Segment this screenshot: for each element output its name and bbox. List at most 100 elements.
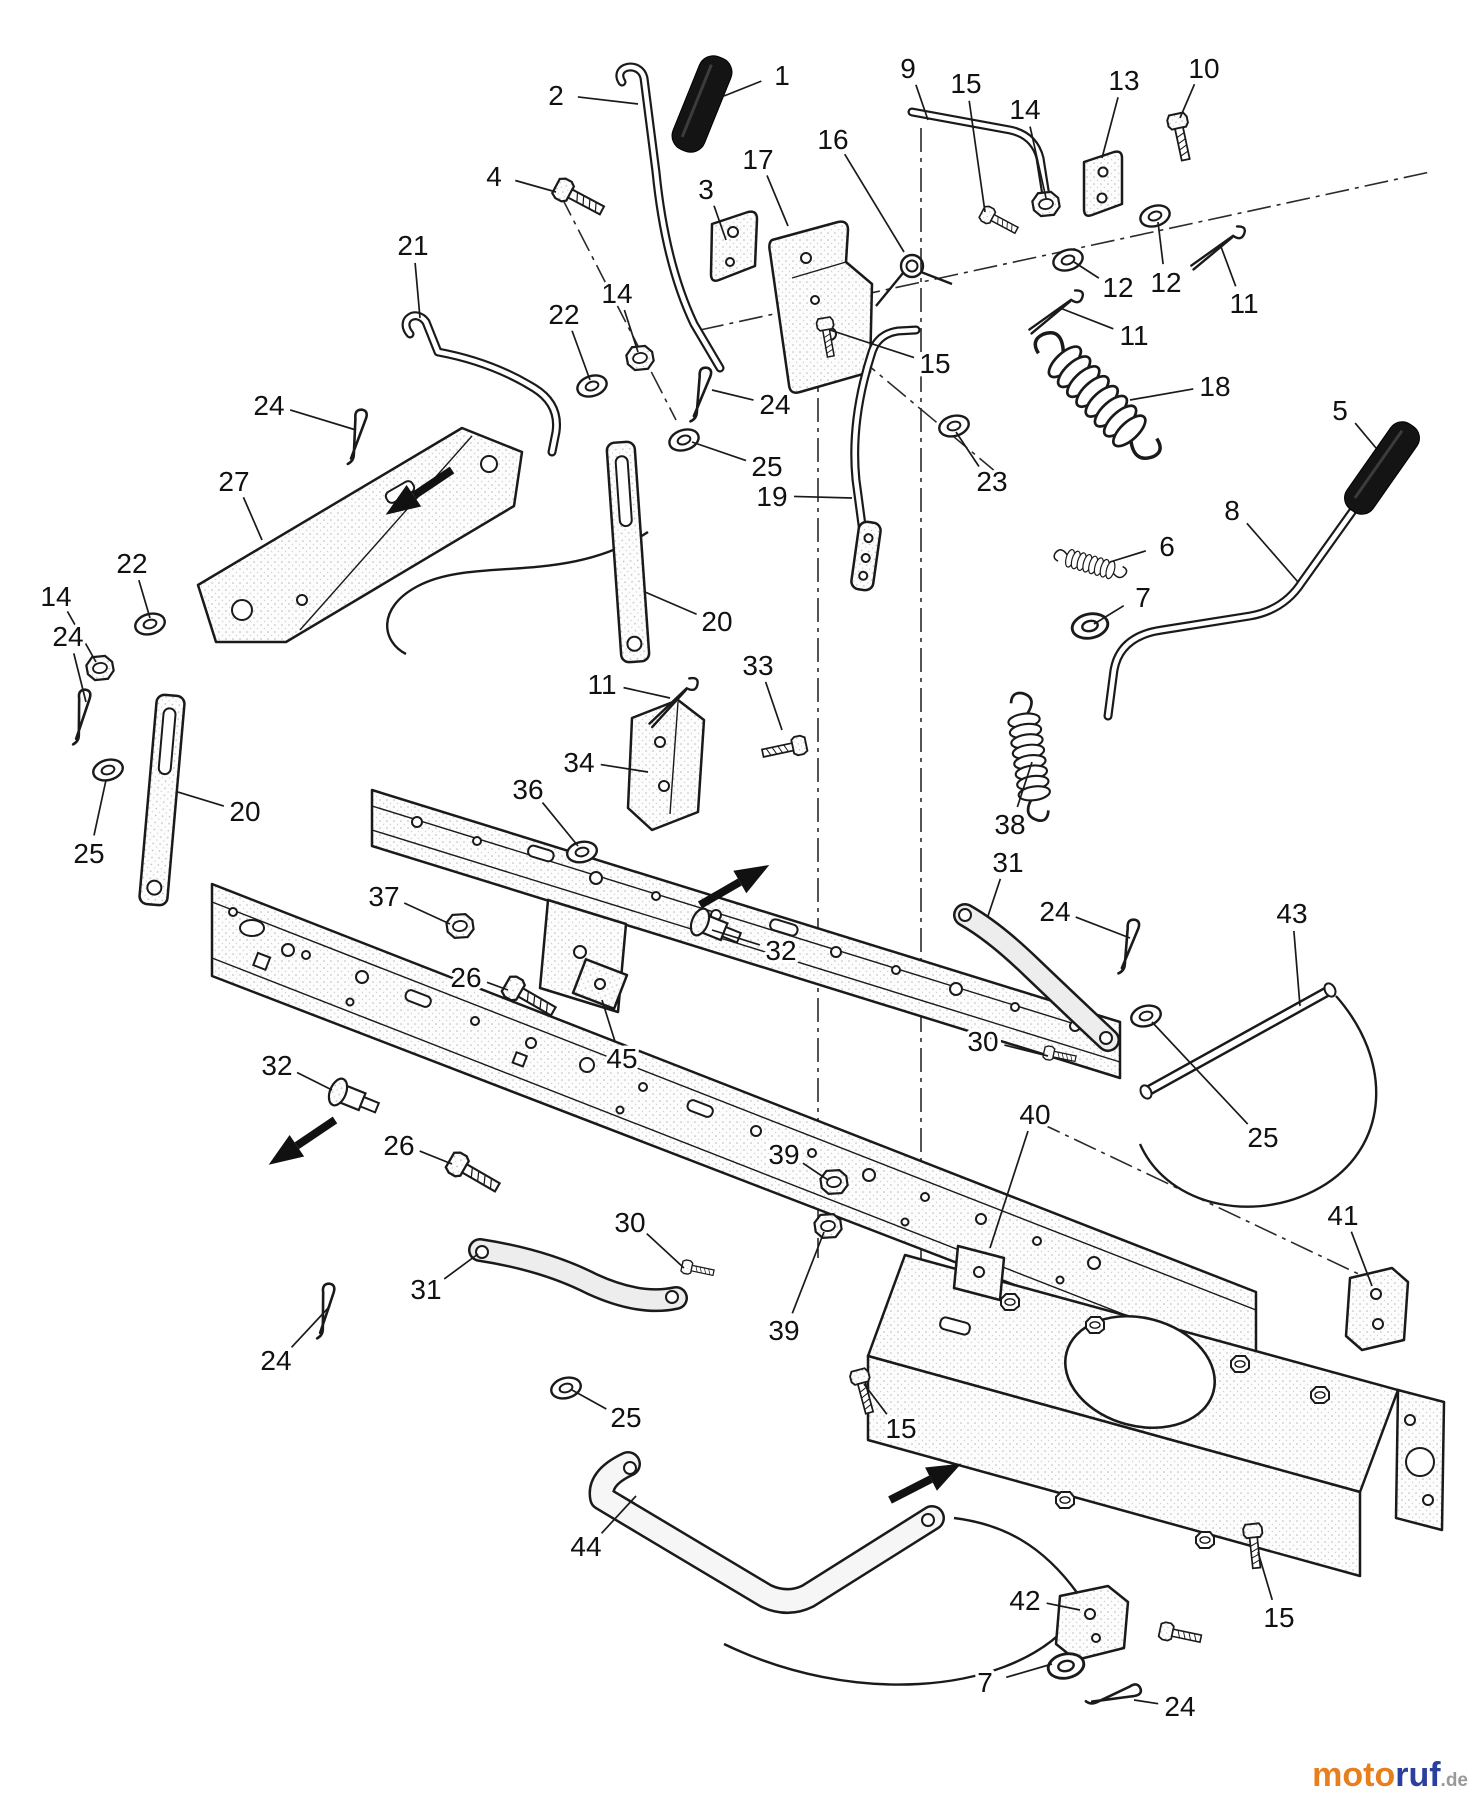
frame-lower-holes [228,907,1101,1285]
callout-leader-4 [515,179,557,193]
engine-hole [1063,1314,1217,1430]
callout-label-31: 31 [410,1274,441,1305]
callout-leader-11 [1219,243,1237,287]
callout-leader-30 [646,1233,685,1269]
bolt-33 [759,733,809,764]
watermark-segment: .de [1440,1770,1468,1791]
callout-leader-10 [1179,83,1196,119]
callout-label-23: 23 [976,466,1007,497]
callout-label-42: 42 [1009,1585,1040,1616]
suspension-strap-20b [138,693,186,907]
callout-leader-27 [242,496,263,541]
callout-leader-15 [829,329,915,359]
washer-25 [665,424,703,456]
callout-leader-38 [1016,761,1033,808]
washer-7 [1044,1649,1088,1683]
callout-label-45: 45 [606,1043,637,1074]
hairpin-24 [686,365,714,425]
callout-leader-39 [802,1162,829,1181]
callout-label-1: 1 [774,60,790,91]
callout-label-40: 40 [1019,1099,1050,1130]
lift-arm-31b [468,1238,688,1313]
bolt-head-15 [1195,1531,1215,1549]
callout-leader-15 [968,100,986,213]
callout-label-22: 22 [116,548,147,579]
callout-leader-1 [723,80,762,97]
handle-grip-5 [1344,421,1420,515]
callout-label-18: 18 [1199,371,1230,402]
callout-label-4: 4 [486,161,502,192]
callout-leader-22 [571,330,591,381]
rod-43 [1139,982,1337,1100]
extension-spring-38 [1003,689,1056,825]
spring-link-6 [1051,544,1130,584]
callout-leader-40 [989,1130,1029,1249]
callout-label-26: 26 [450,962,481,993]
centerline-bracket17-axis [825,329,997,473]
callout-label-13: 13 [1108,65,1139,96]
callout-leader-9 [915,84,929,121]
nut-14 [624,342,656,374]
callout-leader-31 [443,1253,479,1280]
callout-leader-26 [486,981,509,991]
callout-leader-44 [600,1495,637,1534]
callout-label-34: 34 [563,747,594,778]
callout-leader-13 [1101,97,1119,159]
callout-leader-32 [711,929,761,946]
callout-label-3: 3 [698,174,714,205]
washer-25 [1127,1001,1165,1031]
callout-label-5: 5 [1332,395,1348,426]
cotter-pin-11 [1189,214,1249,284]
wire-left [386,530,649,656]
callout-label-10: 10 [1188,53,1219,84]
callout-label-39: 39 [768,1315,799,1346]
bracket-41 [1344,1266,1410,1352]
callout-leader-33 [764,681,783,731]
callout-label-25: 25 [1247,1122,1278,1153]
wire-right-loop [1138,995,1378,1208]
callout-leader-20 [177,791,225,807]
callout-label-15: 15 [950,68,981,99]
callout-leader-45 [601,999,616,1042]
callout-leader-7 [1006,1663,1053,1679]
callout-leader-34 [600,763,649,773]
washer-23 [935,411,973,441]
wire-bottom [723,1627,1067,1686]
callout-leader-16 [843,153,905,253]
callout-label-7: 7 [977,1667,993,1698]
callout-leader-43 [1293,930,1301,1007]
washer-25 [89,755,127,785]
callout-leader-30 [1004,1044,1049,1057]
callout-label-6: 6 [1159,531,1175,562]
callout-label-37: 37 [368,881,399,912]
bracket-34 [626,698,706,832]
callout-label-39: 39 [768,1139,799,1170]
callout-label-16: 16 [817,124,848,155]
shoulder-bolt-32 [324,1074,384,1122]
bracket-40 [952,1244,1006,1302]
callout-label-12: 12 [1102,272,1133,303]
callout-label-31: 31 [992,847,1023,878]
motoruf-watermark[interactable]: motoruf.de [1312,1758,1468,1792]
callout-label-11: 11 [587,669,616,700]
callout-label-38: 38 [994,809,1025,840]
washer-22 [131,609,169,639]
callout-label-24: 24 [253,390,284,421]
callout-label-14: 14 [40,581,71,612]
callout-label-20: 20 [229,796,260,827]
callout-label-24: 24 [52,621,83,652]
callout-leader-42 [1046,1602,1081,1611]
callout-leader-39 [791,1231,825,1314]
callout-label-11: 11 [1229,288,1258,319]
callout-leader-32 [296,1071,333,1091]
callout-label-15: 15 [1263,1602,1294,1633]
clutch-rod-8 [1103,507,1357,721]
callout-leader-11 [623,686,671,699]
callout-label-17: 17 [742,144,773,175]
rod-9 [907,107,1051,201]
callout-label-24: 24 [1164,1691,1195,1722]
callout-label-44: 44 [570,1531,601,1562]
callout-leader-25 [1151,1021,1249,1125]
callout-leader-6 [1109,550,1147,563]
